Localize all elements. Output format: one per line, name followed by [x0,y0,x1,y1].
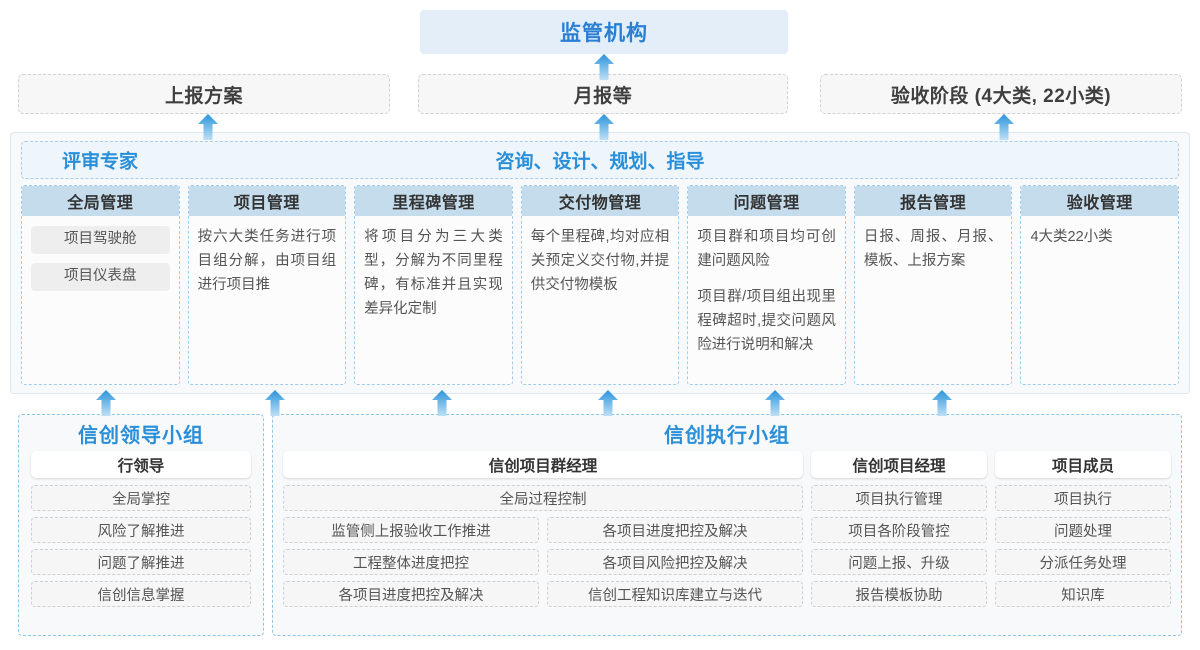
role-project-manager[interactable]: 信创项目经理 [811,451,987,478]
card-body: 4大类22小类 [1021,216,1178,384]
execution-group-panel: 信创执行小组 信创项目群经理 全局过程控制 监管侧上报验收工作推进 工程整体进度… [272,414,1182,636]
arrow-up-1-icon [96,390,116,416]
regulator-box: 监管机构 [420,10,788,54]
report-box-acceptance: 验收阶段 (4大类, 22小类) [820,74,1182,114]
task-item[interactable]: 问题处理 [995,517,1171,543]
task-item[interactable]: 项目执行 [995,485,1171,511]
task-item[interactable]: 知识库 [995,581,1171,607]
card-global-management[interactable]: 全局管理 项目驾驶舱 项目仪表盘 [21,185,180,385]
report-label-monthly: 月报等 [573,85,633,107]
report-box-plan: 上报方案 [18,74,390,114]
task-item[interactable]: 工程整体进度把控 [283,549,539,575]
column-program-manager: 信创项目群经理 全局过程控制 监管侧上报验收工作推进 工程整体进度把控 各项目进… [283,451,803,607]
banner-label-reviewers: 评审专家 [62,151,139,173]
task-item[interactable]: 信创信息掌握 [31,581,251,607]
card-milestone-management[interactable]: 里程碑管理 将项目分为三大类型，分解为不同里程碑，有标准并且实现差异化定制 [354,185,513,385]
arrow-up-4-icon [598,390,618,416]
card-paragraph: 项目群/项目组出现里程碑超时,提交问题风险进行说明和解决 [697,288,836,353]
service-provider-panel: 评审专家 咨询、设计、规划、指导 全局管理 项目驾驶舱 项目仪表盘 项目管理 按… [10,132,1190,394]
arrow-up-6-icon [932,390,952,416]
chip-item[interactable]: 项目仪表盘 [31,263,170,291]
card-body: 按六大类任务进行项目组分解，由项目组进行项目推 [189,216,346,384]
card-paragraph: 每个里程碑,均对应相关预定义交付物,并提供交付物模板 [530,229,670,293]
card-body: 项目群和项目均可创建问题风险 项目群/项目组出现里程碑超时,提交问题风险进行说明… [688,216,845,384]
card-title: 报告管理 [854,186,1012,216]
role-project-member[interactable]: 项目成员 [995,451,1171,478]
task-item[interactable]: 各项目进度把控及解决 [283,581,539,607]
program-manager-right-tasks: 各项目进度把控及解决 各项目风险把控及解决 信创工程知识库建立与迭代 [547,517,803,607]
report-label-acceptance: 验收阶段 (4大类, 22小类) [890,85,1112,107]
task-item[interactable]: 报告模板协助 [811,581,987,607]
advisory-banner: 评审专家 咨询、设计、规划、指导 [21,141,1179,179]
task-item[interactable]: 各项目风险把控及解决 [547,549,803,575]
card-title: 问题管理 [688,186,845,216]
task-item[interactable]: 全局过程控制 [283,485,803,511]
card-body: 日报、周报、月报、模板、上报方案 [855,216,1012,384]
card-paragraph: 按六大类任务进行项目组分解，由项目组进行项目推 [197,229,337,293]
task-item[interactable]: 各项目进度把控及解决 [547,517,803,543]
task-item[interactable]: 项目执行管理 [811,485,987,511]
task-item[interactable]: 问题上报、升级 [811,549,987,575]
arrow-to-regulator-icon [594,54,614,80]
card-report-management[interactable]: 报告管理 日报、周报、月报、模板、上报方案 [853,185,1013,385]
report-box-monthly: 月报等 [418,74,788,114]
card-body: 每个里程碑,均对应相关预定义交付物,并提供交付物模板 [522,216,679,384]
column-project-member: 项目成员 项目执行 问题处理 分派任务处理 知识库 [995,451,1171,607]
column-project-manager: 信创项目经理 项目执行管理 项目各阶段管控 问题上报、升级 报告模板协助 [811,451,987,607]
task-item[interactable]: 项目各阶段管控 [811,517,987,543]
card-paragraph: 项目群和项目均可创建问题风险 [697,229,836,269]
task-item[interactable]: 问题了解推进 [31,549,251,575]
task-item[interactable]: 信创工程知识库建立与迭代 [547,581,803,607]
card-title: 全局管理 [22,186,179,216]
role-bank-leader[interactable]: 行领导 [31,451,251,478]
management-card-row: 全局管理 项目驾驶舱 项目仪表盘 项目管理 按六大类任务进行项目组分解，由项目组… [21,185,1180,385]
arrow-up-3-icon [432,390,452,416]
task-item[interactable]: 全局掌控 [31,485,251,511]
execution-group-title: 信创执行小组 [664,425,790,447]
report-label-plan: 上报方案 [164,85,243,107]
card-body: 将项目分为三大类型，分解为不同里程碑，有标准并且实现差异化定制 [355,216,512,384]
card-title: 里程碑管理 [355,186,512,216]
card-project-management[interactable]: 项目管理 按六大类任务进行项目组分解，由项目组进行项目推 [187,185,347,385]
chip-item[interactable]: 项目驾驶舱 [31,226,170,254]
arrow-up-5-icon [765,390,785,416]
arrow-up-2-icon [265,390,285,416]
card-paragraph: 将项目分为三大类型，分解为不同里程碑，有标准并且实现差异化定制 [364,229,503,317]
card-title: 项目管理 [188,186,346,216]
banner-label-advisory: 咨询、设计、规划、指导 [495,151,705,173]
leading-group-panel: 信创领导小组 行领导 全局掌控 风险了解推进 问题了解推进 信创信息掌握 [18,414,264,636]
arrow-to-report-accept-icon [994,114,1014,140]
card-paragraph: 日报、周报、月报、模板、上报方案 [863,229,1003,269]
program-manager-task-split: 监管侧上报验收工作推进 工程整体进度把控 各项目进度把控及解决 各项目进度把控及… [283,517,803,607]
role-program-manager[interactable]: 信创项目群经理 [283,451,803,478]
card-title: 验收管理 [1021,186,1179,216]
card-paragraph: 4大类22小类 [1030,229,1113,245]
card-title: 交付物管理 [521,186,679,216]
card-issue-management[interactable]: 问题管理 项目群和项目均可创建问题风险 项目群/项目组出现里程碑超时,提交问题风… [687,185,846,385]
arrow-to-report-month-icon [594,114,614,140]
program-manager-left-tasks: 监管侧上报验收工作推进 工程整体进度把控 各项目进度把控及解决 [283,517,539,607]
card-acceptance-management[interactable]: 验收管理 4大类22小类 [1020,185,1180,385]
task-item[interactable]: 风险了解推进 [31,517,251,543]
card-body: 项目驾驶舱 项目仪表盘 [22,216,179,384]
execution-role-columns: 信创项目群经理 全局过程控制 监管侧上报验收工作推进 工程整体进度把控 各项目进… [283,451,1171,607]
task-item[interactable]: 分派任务处理 [995,549,1171,575]
task-item[interactable]: 监管侧上报验收工作推进 [283,517,539,543]
card-deliverable-management[interactable]: 交付物管理 每个里程碑,均对应相关预定义交付物,并提供交付物模板 [520,185,680,385]
arrow-to-report-plan-icon [198,114,218,140]
leading-group-title: 信创领导小组 [78,425,204,447]
